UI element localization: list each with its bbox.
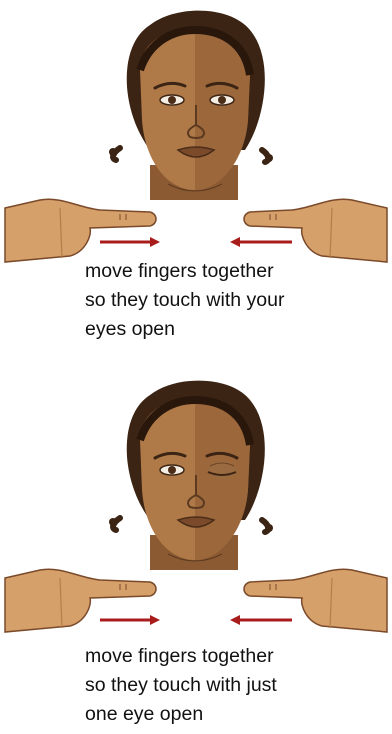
instruction-caption-2: move fingers together so they touch with… — [85, 642, 385, 729]
illustration-one-eye-open — [0, 370, 392, 640]
closed-eye-icon — [208, 461, 236, 479]
caption-line: eyes open — [85, 315, 385, 344]
caption-line: so they touch with just — [85, 671, 385, 700]
caption-line: so they touch with your — [85, 286, 385, 315]
caption-line: move fingers together — [85, 257, 385, 286]
instruction-caption-1: move fingers together so they touch with… — [85, 257, 385, 344]
left-eye-icon — [160, 95, 184, 105]
right-hand-icon — [244, 199, 387, 262]
arrow-left-icon — [230, 615, 292, 625]
panel-one-eye-open: move fingers together so they touch with… — [0, 370, 392, 734]
caption-line: one eye open — [85, 700, 385, 729]
left-hand-icon — [5, 569, 156, 632]
left-eye-icon — [160, 465, 184, 475]
arrow-right-icon — [100, 237, 160, 247]
left-hand-icon — [5, 199, 156, 262]
illustration-eyes-open — [0, 0, 392, 270]
arrow-left-icon — [230, 237, 292, 247]
right-hand-icon — [244, 569, 387, 632]
caption-line: move fingers together — [85, 642, 385, 671]
arrow-right-icon — [100, 615, 160, 625]
right-eye-icon — [210, 95, 234, 105]
panel-eyes-open: move fingers together so they touch with… — [0, 0, 392, 365]
